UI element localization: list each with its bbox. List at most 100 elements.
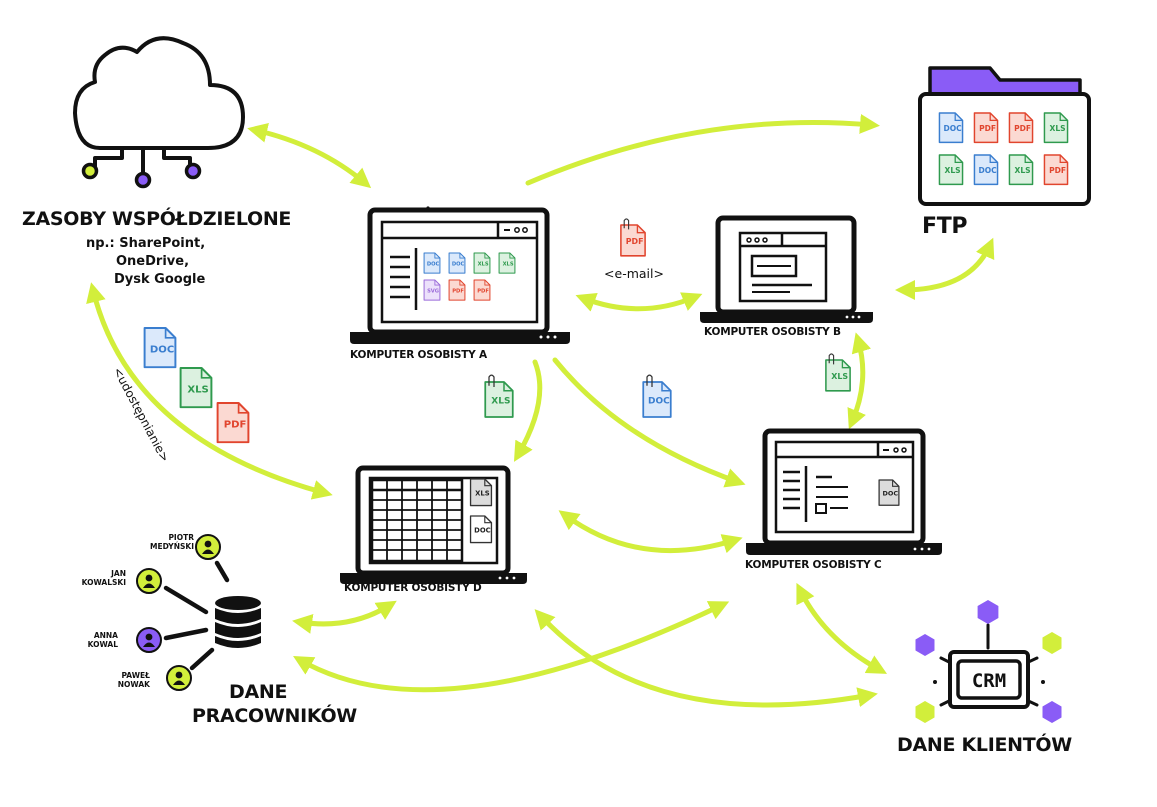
pdf-file-icon: PDF xyxy=(973,112,999,144)
employees-title-1: DANE xyxy=(229,681,288,703)
xls-file-label: XLS xyxy=(491,397,510,407)
xls-file-label: XLS xyxy=(503,261,514,267)
doc-file-icon: DOC xyxy=(143,327,177,369)
arrow-cloud-pcd xyxy=(86,282,333,500)
arrow-pca-pcd xyxy=(513,359,543,462)
doc-file-icon: DOC xyxy=(878,479,900,506)
pdf-file-icon: PDF xyxy=(216,402,250,444)
email-edge-label: <e-mail> xyxy=(604,266,664,281)
xls-file-icon: XLS xyxy=(484,374,514,418)
svg-file-icon: SVG xyxy=(423,279,441,301)
cloud-icon xyxy=(73,36,245,189)
doc-file-label: DOC xyxy=(474,526,490,534)
database-links xyxy=(163,560,230,671)
laptop-a-file-grid: DOC DOC XLS XLS SVG PDF PDF xyxy=(423,252,516,301)
arrow-pcb-pcc xyxy=(847,332,872,430)
arrow-pca-ftp xyxy=(525,113,880,186)
arrow-pca-pcc xyxy=(552,357,746,488)
crm-hub-icon: CRM xyxy=(933,623,1045,709)
shared-resources-sub-3: Dysk Google xyxy=(114,272,206,287)
connections xyxy=(86,113,995,708)
xls-file-label: XLS xyxy=(478,261,489,267)
crm-label: CRM xyxy=(972,670,1006,692)
doc-file-label: DOC xyxy=(150,344,174,355)
ftp-title: FTP xyxy=(922,214,968,239)
database-icon xyxy=(215,596,261,648)
crm-hexagons xyxy=(915,600,1062,723)
pdf-file-label: PDF xyxy=(224,419,247,430)
arrow-cloud-pca xyxy=(247,122,372,189)
svg-file-label: SVG xyxy=(427,288,439,294)
clients-title: DANE KLIENTÓW xyxy=(897,734,1072,756)
person-avatar-icon xyxy=(136,568,162,594)
xls-file-label: XLS xyxy=(187,384,208,395)
pc-c-label: KOMPUTER OSOBISTY C xyxy=(745,559,882,571)
arrow-pcd-crm xyxy=(534,609,878,708)
doc-file-label: DOC xyxy=(452,261,465,267)
doc-file-label: DOC xyxy=(978,166,997,175)
doc-file-icon: DOC xyxy=(938,112,964,144)
doc-file-icon: DOC xyxy=(423,252,441,274)
person-avatar-icon xyxy=(136,627,162,653)
pdf-file-label: PDF xyxy=(477,288,489,294)
arrow-pca-pcb xyxy=(575,292,703,312)
person-avatar-icon xyxy=(166,665,192,691)
people-icons xyxy=(136,534,221,691)
pdf-file-icon: PDF xyxy=(1008,112,1034,144)
doc-file-label: DOC xyxy=(648,397,670,407)
pdf-file-label: PDF xyxy=(979,124,996,133)
pdf-file-icon: PDF xyxy=(473,279,491,301)
pc-b-label: KOMPUTER OSOBISTY B xyxy=(704,326,841,338)
arrow-employees-pcd xyxy=(292,600,397,634)
hexagon-icon xyxy=(1042,632,1062,654)
xls-file-label: XLS xyxy=(1015,166,1031,175)
xls-file-icon: XLS xyxy=(938,154,964,186)
hexagon-icon xyxy=(915,701,935,723)
xls-file-icon: XLS xyxy=(1043,112,1069,144)
employees-title-2: PRACOWNIKÓW xyxy=(192,705,357,727)
xls-file-label: XLS xyxy=(475,489,490,497)
shared-resources-title: ZASOBY WSPÓŁDZIELONE xyxy=(22,208,292,230)
shared-resources-sub-2: OneDrive, xyxy=(116,254,190,269)
laptop-d-icon xyxy=(340,465,527,584)
pdf-file-label: PDF xyxy=(626,237,644,246)
arrow-pcb-ftp xyxy=(895,237,995,300)
arrow-pcd-pcc xyxy=(558,510,743,554)
pdf-file-label: PDF xyxy=(1049,166,1066,175)
pc-d-label: KOMPUTER OSOBISTY D xyxy=(344,582,482,594)
xls-file-label: XLS xyxy=(831,372,848,381)
doc-file-icon: DOC xyxy=(973,154,999,186)
xls-file-icon: XLS xyxy=(498,252,516,274)
xls-file-icon: XLS xyxy=(825,353,851,392)
xls-file-icon: XLS xyxy=(473,252,491,274)
arrow-pcc-crm xyxy=(796,582,888,674)
xls-file-icon: XLS xyxy=(179,367,213,409)
laptop-b-icon xyxy=(700,215,873,323)
xls-file-label: XLS xyxy=(1050,124,1066,133)
pdf-file-icon: PDF xyxy=(1043,154,1069,186)
pdf-file-label: PDF xyxy=(1014,124,1031,133)
shared-resources-sub-1: np.: SharePoint, xyxy=(86,236,206,251)
laptop-c-icon xyxy=(746,428,942,555)
hexagon-icon xyxy=(915,634,935,656)
doc-file-icon: DOC xyxy=(469,515,493,544)
hexagon-icon xyxy=(1042,701,1062,723)
doc-file-label: DOC xyxy=(943,124,962,133)
pdf-file-label: PDF xyxy=(452,288,464,294)
person-avatar-icon xyxy=(195,534,221,560)
doc-file-label: DOC xyxy=(883,490,899,498)
sharing-edge-label: <udostępnianie> xyxy=(110,365,172,465)
floating-file-icons: DOC XLS DOC PDF XLS XLS DOC DOC XLS PDF xyxy=(143,218,900,544)
doc-file-label: DOC xyxy=(427,261,440,267)
xls-file-icon: XLS xyxy=(469,478,493,507)
pc-a-label: KOMPUTER OSOBISTY A xyxy=(350,349,487,361)
laptop-a-icon xyxy=(350,206,570,344)
hexagon-icon xyxy=(977,600,999,624)
doc-file-icon: DOC xyxy=(642,374,672,418)
doc-file-icon: DOC xyxy=(448,252,466,274)
